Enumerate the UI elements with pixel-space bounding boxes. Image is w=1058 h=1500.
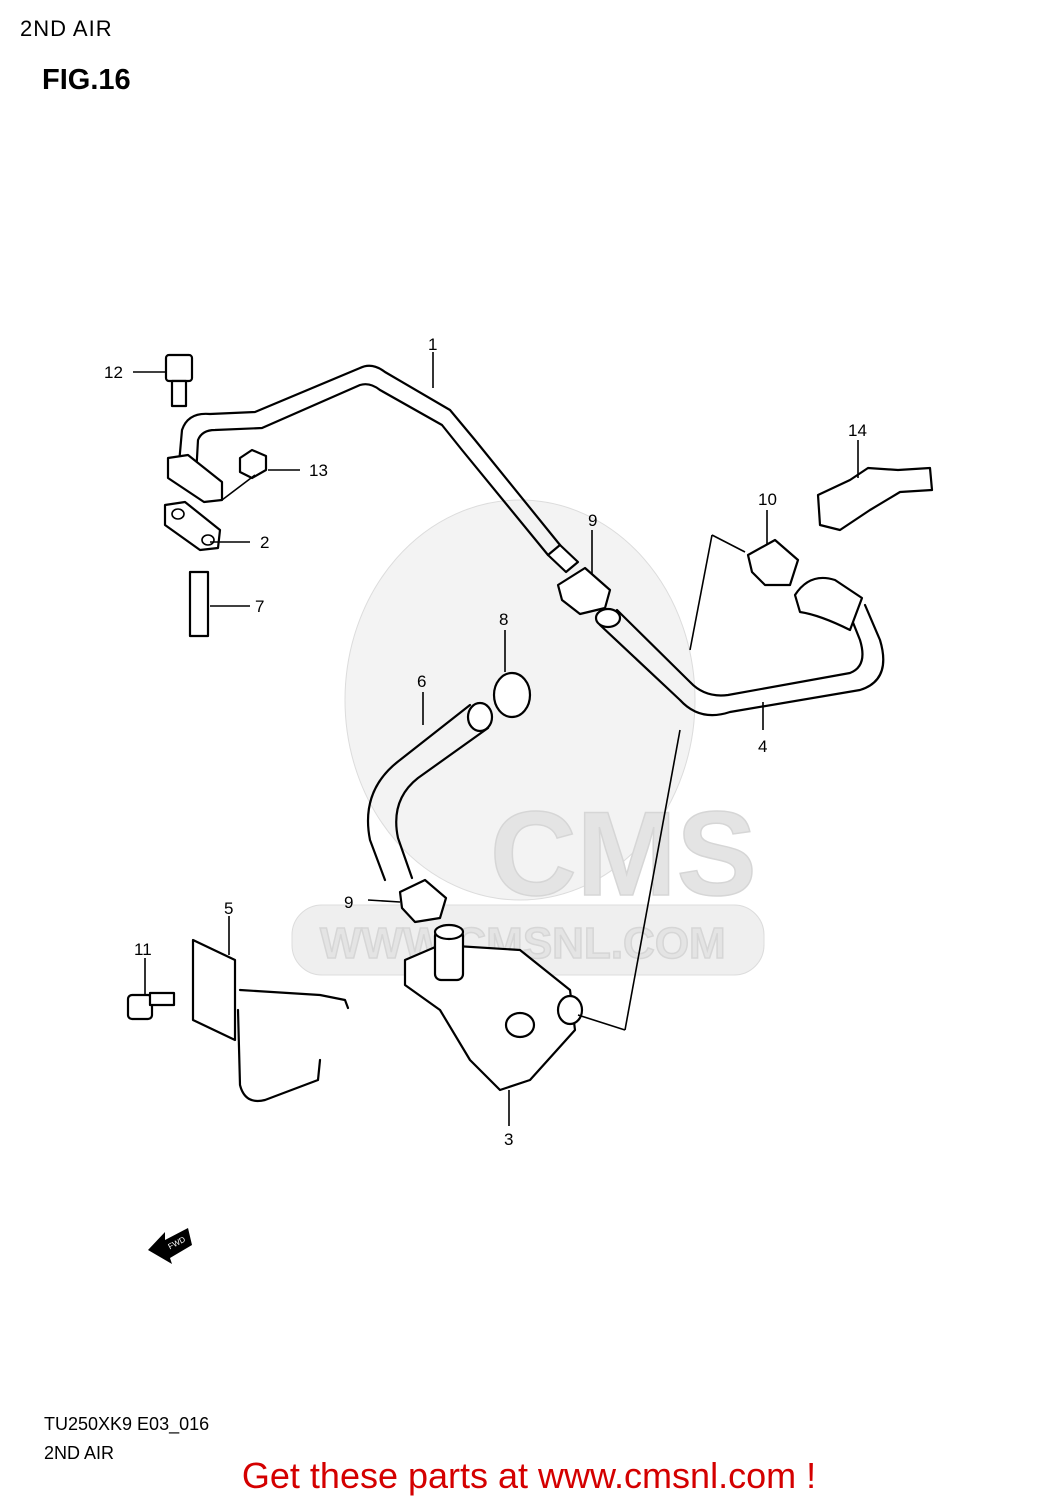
- callout-6: 6: [417, 672, 426, 691]
- callout-labels: 1 12 13 2 7 9 10 14 8 6 4 9 5 11 3: [104, 335, 867, 1149]
- bolt-part-11: [126, 991, 176, 1021]
- callout-11: 11: [134, 940, 152, 959]
- footer-title: 2ND AIR: [44, 1443, 115, 1463]
- stud-part-7: [188, 570, 210, 638]
- callout-14: 14: [848, 421, 867, 440]
- callout-9-lower: 9: [344, 893, 353, 912]
- callout-3: 3: [504, 1130, 513, 1149]
- clamp-part-9-upper: [556, 566, 612, 616]
- figure-number: FIG.16: [42, 64, 131, 96]
- callout-9-upper: 9: [588, 511, 597, 530]
- clamp-part-9-lower: [398, 878, 448, 924]
- seal-part-8: [492, 671, 532, 719]
- pipe-part-1: [176, 364, 580, 574]
- gasket: [163, 500, 222, 552]
- hose-part-6: [366, 701, 494, 882]
- bracket-part-5: [191, 938, 350, 1103]
- callout-12: 12: [104, 363, 123, 382]
- model-code: TU250XK9 E03_016: [44, 1414, 210, 1434]
- callout-13: 13: [309, 461, 328, 480]
- callout-2: 2: [260, 533, 269, 552]
- callout-4: 4: [758, 737, 767, 756]
- clamp-part-10: [746, 538, 800, 587]
- bolt-part-12: [164, 353, 194, 408]
- watermark-brand: CMS: [490, 787, 757, 921]
- clip-part-14: [816, 466, 934, 532]
- callout-8: 8: [499, 610, 508, 629]
- nut-part-13: [238, 448, 268, 480]
- fwd-arrow-icon: FWD: [148, 1228, 192, 1264]
- hose-part-4: [594, 576, 885, 717]
- callout-7: 7: [255, 597, 264, 616]
- section-title: 2ND AIR: [20, 16, 113, 41]
- callout-5: 5: [224, 899, 233, 918]
- callout-10: 10: [758, 490, 777, 509]
- valve-part-3: [403, 923, 584, 1092]
- leader-lines: [133, 352, 859, 1126]
- callout-1: 1: [428, 335, 437, 354]
- watermark: CMS WWW.CMSNL.COM: [291, 499, 765, 976]
- flange-part-2: [166, 453, 224, 504]
- promo-link[interactable]: Get these parts at www.cmsnl.com !: [241, 1455, 817, 1496]
